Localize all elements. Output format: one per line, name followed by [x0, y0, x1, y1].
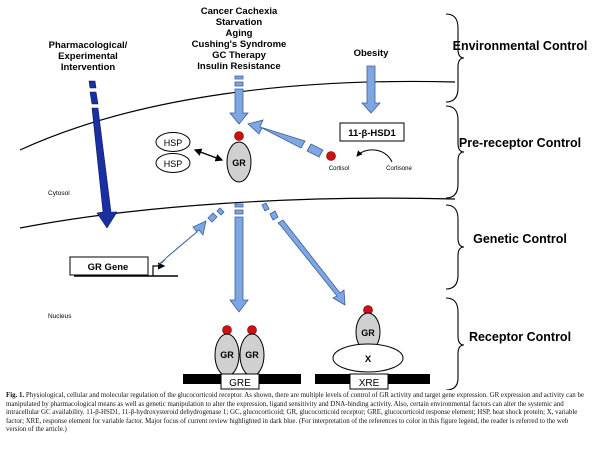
svg-text:Starvation: Starvation	[216, 17, 263, 28]
figure-caption-label: Fig. 1.	[6, 392, 25, 399]
xre-label: XRE	[359, 378, 380, 389]
hsp-bottom-label: HSP	[164, 159, 183, 169]
gre-label: GRE	[229, 378, 251, 389]
brace-prereceptor	[445, 105, 465, 199]
gr-to-gre-arrow	[229, 203, 249, 313]
cortisol-to-gr-arrow	[247, 119, 324, 158]
gr-dimer-ligand-left	[222, 325, 232, 335]
gr-cytoplasm	[226, 141, 252, 183]
level-genetic: Genetic Control	[473, 232, 567, 246]
cell-membrane	[19, 80, 456, 151]
hsp-gr-arrow	[193, 148, 224, 162]
brace-genetic	[445, 204, 465, 290]
svg-text:Intervention: Intervention	[61, 62, 116, 73]
svg-text:Cushing's Syndrome: Cushing's Syndrome	[192, 39, 287, 50]
cortisone-label: Cortisone	[386, 166, 412, 172]
factors-arrow	[229, 75, 249, 125]
svg-text:Cancer Cachexia: Cancer Cachexia	[201, 6, 278, 17]
gr-dimer-right-label: GR	[245, 350, 259, 360]
x-factor	[332, 343, 404, 373]
gr-dimer-ligand-right	[247, 325, 257, 335]
gr-gene-promoter-arrow	[152, 262, 166, 276]
hsd1-box	[339, 122, 405, 142]
svg-text:Aging: Aging	[226, 28, 253, 39]
svg-text:GC Therapy: GC Therapy	[212, 50, 267, 61]
nucleus-label: Nucleus	[48, 313, 72, 320]
svg-text:Experimental: Experimental	[58, 51, 118, 62]
brace-environmental	[445, 13, 465, 103]
gene-to-gr-arrow	[157, 207, 225, 266]
environmental-factors: Cancer Cachexia Starvation Aging Cushing…	[192, 6, 287, 72]
figure-caption: Fig. 1. Physiological, cellular and mole…	[6, 392, 586, 435]
xre-gr-label: GR	[361, 328, 375, 338]
xre-box	[349, 373, 389, 390]
brace-receptor	[445, 297, 465, 390]
figure-caption-text: Physiological, cellular and molecular re…	[6, 392, 584, 434]
gr-to-xre-arrow	[261, 202, 346, 306]
intervention-dark-arrow	[88, 80, 118, 229]
level-environmental: Environmental Control	[453, 39, 588, 53]
cortisol-ligand	[326, 151, 336, 161]
gr-dimer: GR GR	[214, 325, 265, 377]
gr-gene-box	[69, 256, 149, 276]
obesity-arrow	[361, 65, 381, 114]
svg-text:Insulin Resistance: Insulin Resistance	[197, 61, 280, 72]
intervention-label: Pharmacological/ Experimental Interventi…	[49, 40, 128, 73]
hsp-top-label: HSP	[164, 138, 183, 148]
gr-ligand	[234, 131, 244, 141]
x-factor-label: X	[365, 354, 372, 365]
hsp-bottom	[155, 153, 191, 173]
level-receptor: Receptor Control	[469, 330, 571, 344]
level-prereceptor: Pre-receptor Control	[459, 136, 581, 150]
gr-cytoplasm-label: GR	[232, 158, 246, 168]
conversion-arrow	[356, 149, 393, 163]
nuclear-membrane	[19, 197, 456, 229]
gr-regulation-diagram: Environmental Control Pre-receptor Contr…	[19, 6, 588, 390]
svg-text:Pharmacological/: Pharmacological/	[49, 40, 128, 51]
hsp-top	[155, 132, 191, 152]
gr-gene-label: GR Gene	[88, 262, 129, 273]
cortisol-label: Cortisol	[329, 166, 349, 172]
gre-box	[220, 373, 260, 390]
hsd1-label: 11-β-HSD1	[348, 128, 396, 139]
obesity-label: Obesity	[354, 48, 390, 59]
cytosol-label: Cytosol	[48, 190, 70, 197]
gr-dimer-left-label: GR	[220, 350, 234, 360]
